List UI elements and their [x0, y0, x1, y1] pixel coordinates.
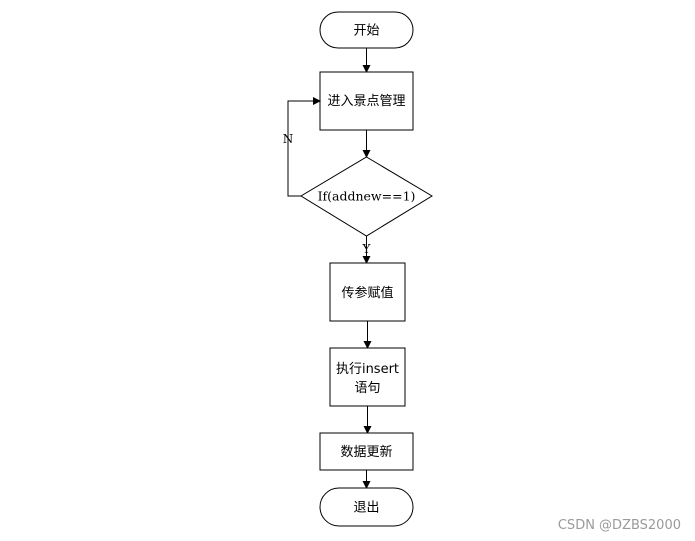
- start-label: 开始: [353, 24, 379, 39]
- enter-management-label: 进入景点管理: [327, 94, 405, 109]
- execute-insert-node: 执行insert 语句: [329, 347, 406, 407]
- execute-insert-label-line1: 执行insert: [336, 362, 399, 377]
- exit-label: 退出: [353, 501, 379, 516]
- edge-label-no: N: [283, 132, 294, 146]
- edge-label-yes: Y: [362, 242, 372, 256]
- decision-label: If(addnew==1): [318, 189, 416, 204]
- edge-decision-no-loop: [287, 97, 321, 197]
- data-update-label: 数据更新: [340, 444, 392, 460]
- enter-management-node: 进入景点管理: [319, 71, 414, 131]
- execute-insert-label-line2: 语句: [354, 381, 380, 396]
- start-node: 开始: [319, 11, 414, 49]
- data-update-node: 数据更新: [319, 432, 414, 471]
- watermark-text: CSDN @DZBS2000: [557, 518, 681, 533]
- decision-node: If(addnew==1): [300, 156, 433, 237]
- assign-params-node: 传参赋值: [329, 262, 406, 322]
- exit-node: 退出: [319, 487, 414, 527]
- assign-params-label: 传参赋值: [341, 285, 393, 301]
